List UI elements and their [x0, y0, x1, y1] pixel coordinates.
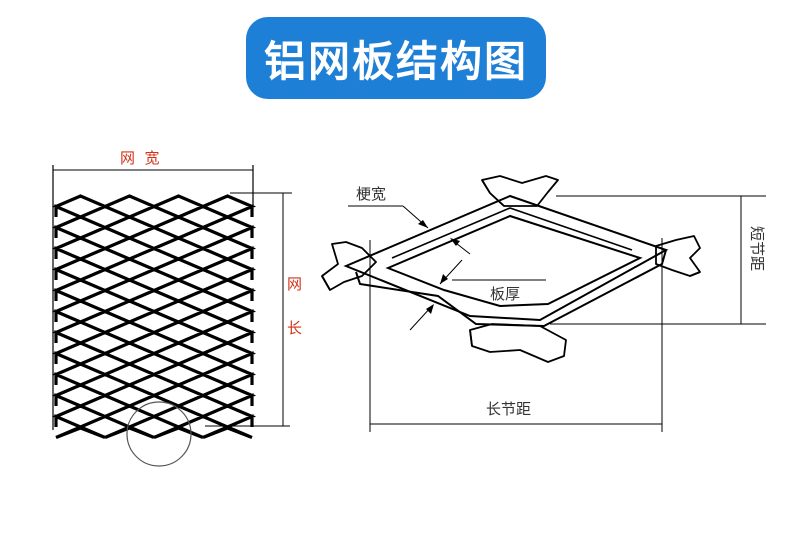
mesh-sheet: 网 宽 网 长 [51, 149, 302, 467]
page-title: 铝网板结构图 [263, 36, 528, 86]
mesh-width-label: 网 宽 [120, 149, 160, 167]
detail-circle [126, 401, 192, 467]
diamond-cell: 梗宽 板厚 长节距 短节距 [321, 175, 766, 432]
short-pitch-label: 短节距 [748, 226, 766, 271]
thickness-label: 板厚 [490, 285, 520, 303]
long-pitch-label: 长节距 [486, 400, 531, 418]
right-strand-stub [655, 235, 701, 277]
top-strand-stub [481, 175, 559, 207]
strand-width-label: 梗宽 [356, 185, 386, 203]
strand-width-arrow-1 [418, 220, 428, 228]
mesh-length-label-1: 网 [287, 275, 302, 293]
mesh-pattern [51, 194, 257, 439]
bottom-strand-stub [469, 323, 567, 363]
mesh-length-label-2: 长 [287, 319, 302, 337]
diamond-outer-outline [343, 194, 669, 322]
diamond-inner-outline [385, 214, 643, 308]
thickness-arrow-1 [440, 274, 448, 284]
thickness-arrow-2 [426, 304, 434, 314]
strand-width-arrow-2 [450, 238, 460, 246]
title-banner: 铝网板结构图 [246, 17, 546, 99]
left-strand-stub [321, 241, 377, 291]
diamond-inner-bevel [391, 207, 633, 259]
mesh-strands [51, 194, 257, 439]
